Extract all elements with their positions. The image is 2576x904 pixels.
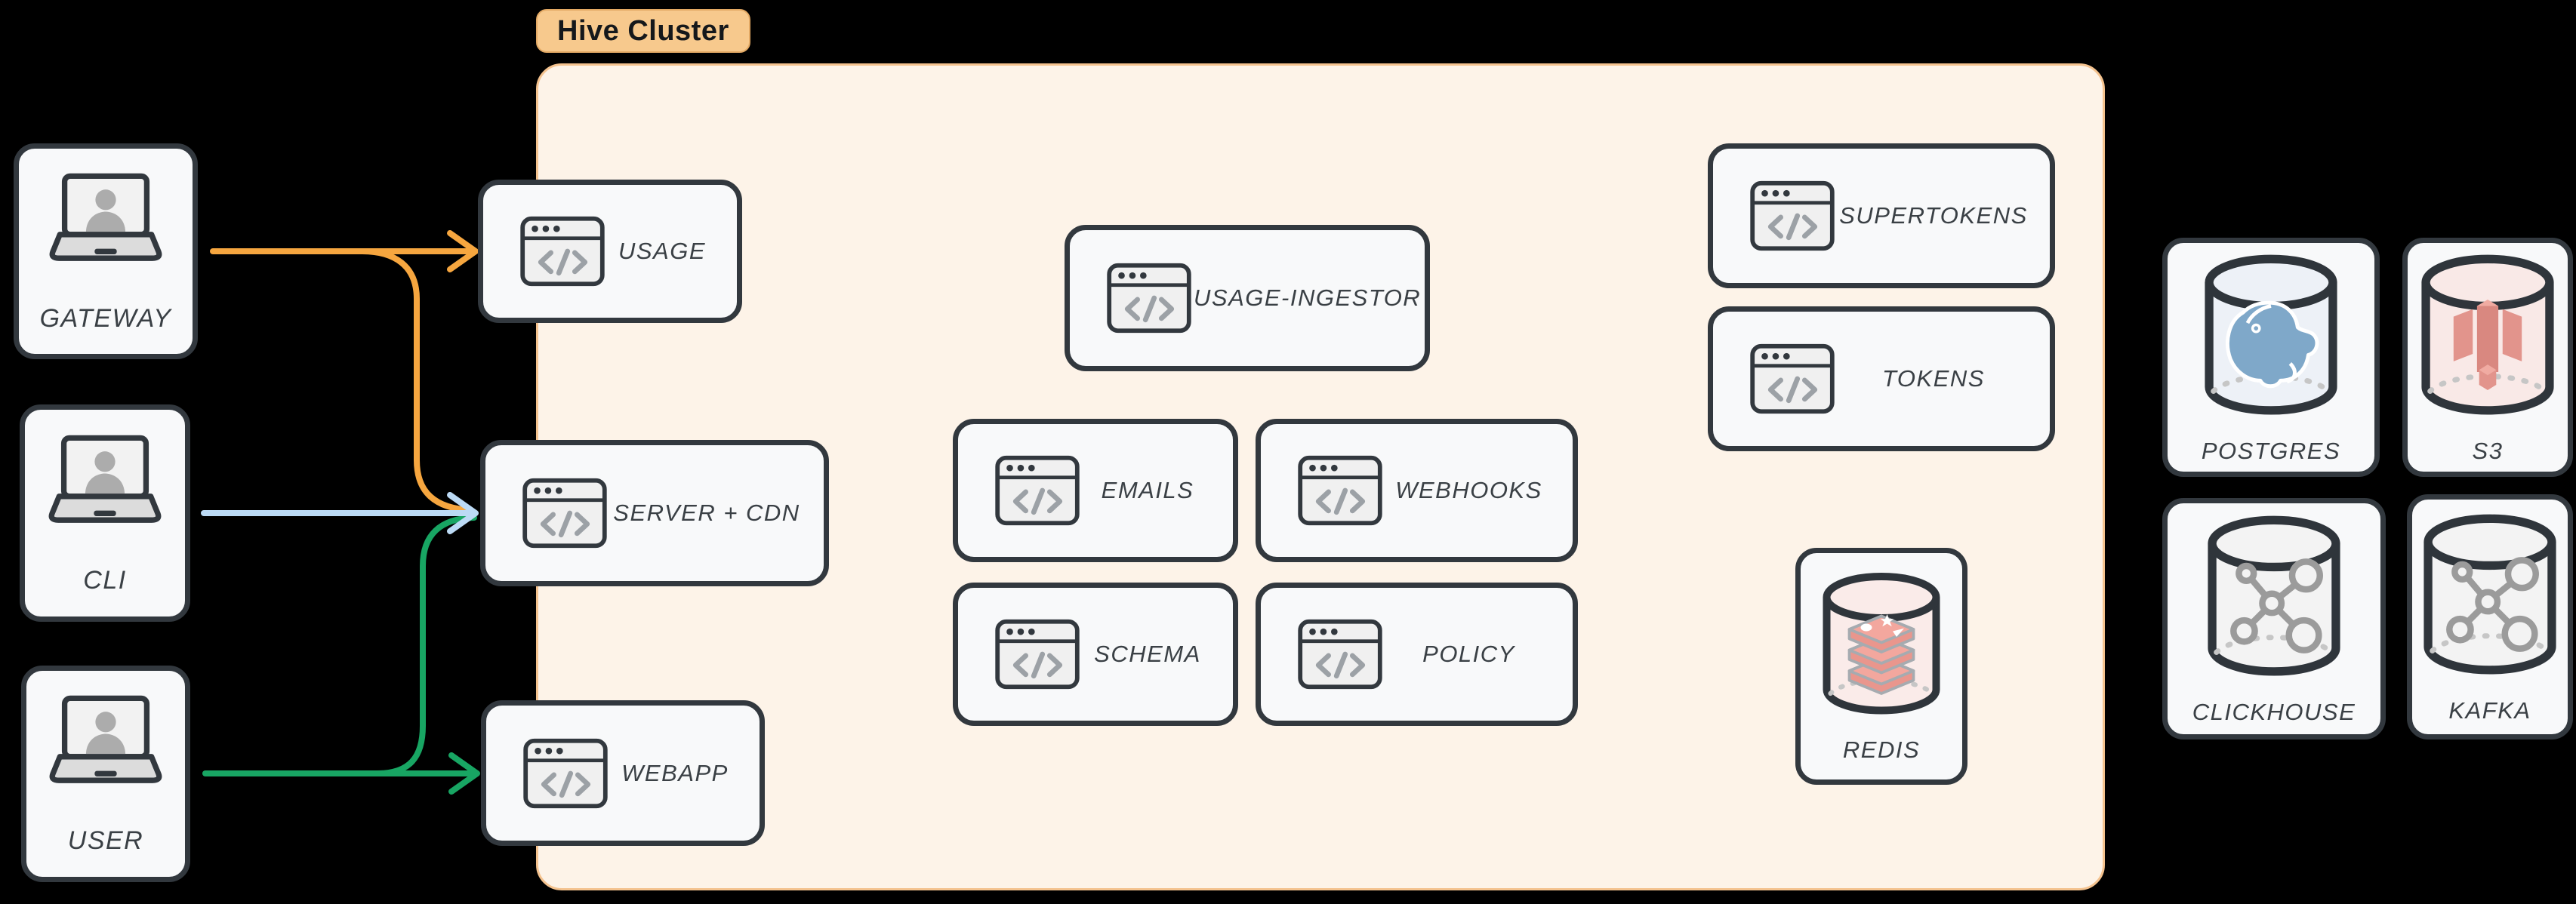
node-redis: REDIS — [1795, 548, 1967, 785]
code-window-icon — [1105, 262, 1194, 334]
node-webapp: WEBAPP — [481, 700, 765, 846]
node-supertokens: SUPERTOKENS — [1708, 143, 2055, 288]
code-window-icon — [1748, 180, 1837, 252]
edge-user-to-webapp-arrowhead — [448, 752, 480, 795]
node-usage-ingestor: USAGE-INGESTOR — [1065, 225, 1430, 371]
node-kafka-label: KAFKA — [2448, 696, 2531, 724]
code-window-icon — [521, 737, 610, 810]
node-clickhouse-label: CLICKHOUSE — [2192, 699, 2356, 725]
laptop-user-icon — [42, 170, 169, 272]
node-redis-label: REDIS — [1842, 736, 1921, 763]
node-usage: USAGE — [478, 180, 742, 323]
node-cli-label: CLI — [83, 565, 127, 595]
node-gateway-label: GATEWAY — [39, 303, 172, 333]
node-webhooks-label: WEBHOOKS — [1395, 477, 1542, 503]
node-postgres-label: POSTGRES — [2201, 437, 2341, 464]
node-usage-label: USAGE — [618, 238, 707, 264]
node-webhooks: WEBHOOKS — [1256, 419, 1578, 562]
node-cli: CLI — [20, 404, 190, 622]
laptop-user-icon — [42, 692, 169, 795]
node-s3-label: S3 — [2472, 437, 2504, 464]
node-schema: SCHEMA — [953, 583, 1238, 726]
edge-gateway-to-usage-arrowhead — [447, 230, 479, 272]
node-postgres: POSTGRES — [2162, 238, 2380, 477]
code-window-icon — [1296, 618, 1385, 690]
node-server-cdn: SERVER + CDN — [480, 440, 829, 586]
node-webapp-label: WEBAPP — [621, 759, 729, 786]
node-clickhouse: CLICKHOUSE — [2162, 498, 2386, 739]
edge-user-to-server-cdn — [374, 515, 477, 776]
s3-database-icon — [2412, 251, 2563, 421]
node-server-cdn-label: SERVER + CDN — [613, 500, 800, 526]
node-gateway: GATEWAY — [14, 143, 198, 359]
node-policy: POLICY — [1256, 583, 1578, 726]
node-s3: S3 — [2402, 238, 2573, 477]
node-policy-label: POLICY — [1422, 641, 1515, 667]
node-user: USER — [21, 666, 190, 882]
code-window-icon — [518, 215, 607, 287]
hive-cluster-badge-label: Hive Cluster — [557, 14, 729, 47]
code-window-icon — [520, 477, 609, 549]
kafka-database-icon — [2414, 510, 2565, 681]
redis-database-icon — [1815, 569, 1948, 720]
node-user-label: USER — [67, 826, 144, 855]
code-window-icon — [993, 618, 1082, 690]
clickhouse-database-icon — [2199, 512, 2350, 682]
hive-cluster-badge: Hive Cluster — [536, 9, 750, 53]
code-window-icon — [1296, 454, 1385, 527]
code-window-icon — [993, 454, 1082, 527]
node-schema-label: SCHEMA — [1094, 641, 1201, 667]
edge-cli-to-server-cdn-arrowhead — [447, 492, 479, 534]
node-usage-ingestor-label: USAGE-INGESTOR — [1194, 284, 1422, 311]
node-emails-label: EMAILS — [1101, 477, 1194, 503]
edge-gateway-to-server-cdn — [359, 248, 474, 513]
postgres-database-icon — [2195, 251, 2346, 421]
node-kafka: KAFKA — [2407, 494, 2573, 739]
node-tokens-label: TOKENS — [1882, 365, 1985, 392]
code-window-icon — [1748, 343, 1837, 415]
laptop-user-icon — [42, 432, 168, 534]
node-emails: EMAILS — [953, 419, 1238, 562]
node-supertokens-label: SUPERTOKENS — [1839, 202, 2028, 229]
node-tokens: TOKENS — [1708, 306, 2055, 451]
